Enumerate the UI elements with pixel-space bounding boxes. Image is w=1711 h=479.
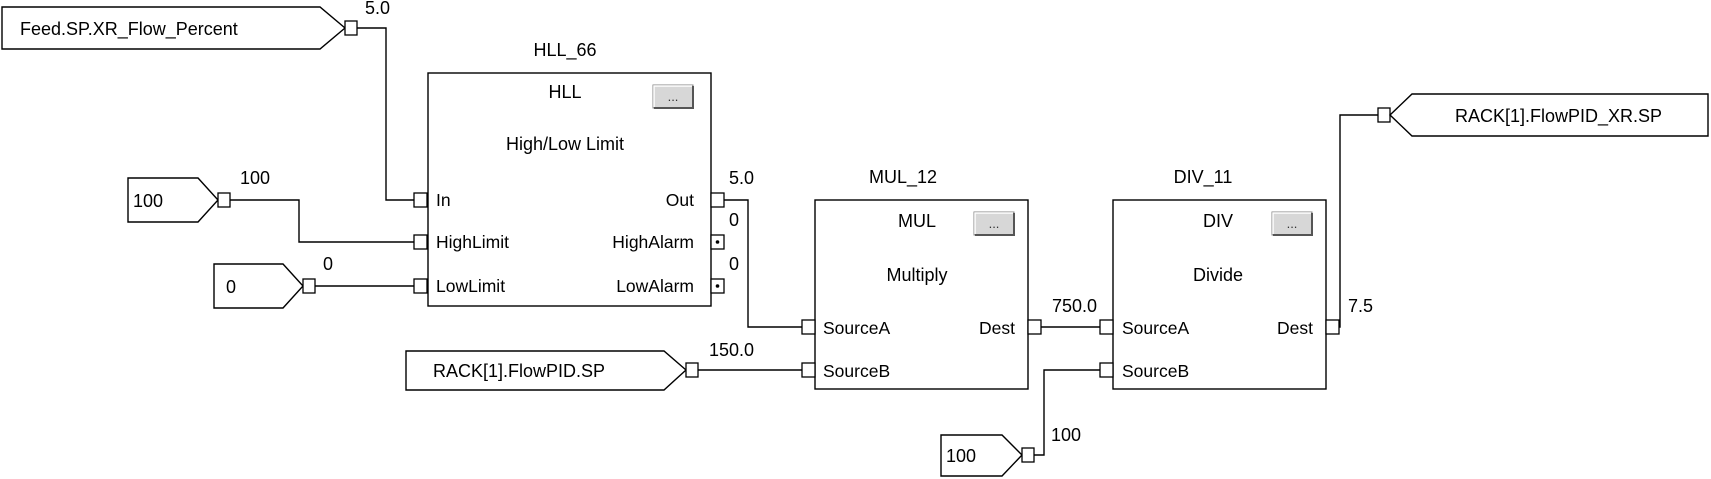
mul-input-sourceb: SourceB xyxy=(823,361,890,381)
mul-type-label: MUL xyxy=(898,211,936,231)
value-high-limit: 100 xyxy=(240,168,270,188)
div-config-button-label: ... xyxy=(1287,216,1298,231)
mul-config-button-label: ... xyxy=(989,216,1000,231)
hll-output-out: Out xyxy=(666,190,694,210)
hll-pin-lowlimit[interactable] xyxy=(413,278,428,294)
value-div-dest: 7.5 xyxy=(1348,296,1373,316)
wire-const-to-div-sourceb xyxy=(1034,369,1100,456)
block-div[interactable]: DIV_11 DIV Divide ... SourceA SourceB De… xyxy=(1099,167,1340,390)
hll-instance-name: HLL_66 xyxy=(533,40,596,61)
tag-high-limit-const[interactable]: 100 xyxy=(127,177,231,223)
mul-instance-name: MUL_12 xyxy=(869,167,937,188)
tag-feed-flow-percent[interactable]: Feed.SP.XR_Flow_Percent xyxy=(1,6,358,50)
block-mul[interactable]: MUL_12 MUL Multiply ... SourceA SourceB … xyxy=(801,167,1042,390)
hll-lowalarm-dot xyxy=(715,284,720,288)
div-config-button[interactable]: ... xyxy=(1271,211,1313,236)
value-hll-out: 5.0 xyxy=(729,168,754,188)
div-input-sourceb: SourceB xyxy=(1122,361,1189,381)
tag-output-flowpid-xr-sp-label: RACK[1].FlowPID_XR.SP xyxy=(1455,106,1662,127)
hll-pin-in[interactable] xyxy=(413,192,428,208)
tag-div-sourceb-const-label: 100 xyxy=(946,446,976,466)
hll-description: High/Low Limit xyxy=(506,134,624,154)
tag-feed-flow-percent-label: Feed.SP.XR_Flow_Percent xyxy=(20,19,238,40)
hll-config-button[interactable]: ... xyxy=(652,84,694,109)
hll-pin-out[interactable] xyxy=(710,192,725,208)
hll-output-lowalarm: LowAlarm xyxy=(616,276,694,296)
value-low-alarm: 0 xyxy=(729,254,739,274)
hll-output-highalarm: HighAlarm xyxy=(612,232,694,252)
div-pin-sourcea[interactable] xyxy=(1099,319,1114,335)
mul-pin-dest[interactable] xyxy=(1027,319,1042,335)
tag-rack-flowpid-sp-label: RACK[1].FlowPID.SP xyxy=(433,361,605,381)
div-output-dest: Dest xyxy=(1277,318,1313,338)
div-instance-name: DIV_11 xyxy=(1174,167,1233,188)
div-type-label: DIV xyxy=(1203,211,1233,231)
hll-highalarm-dot xyxy=(715,240,720,244)
div-pin-sourceb[interactable] xyxy=(1099,362,1114,378)
wire-feed-to-in xyxy=(357,27,414,201)
mul-input-sourcea: SourceA xyxy=(823,318,890,338)
tag-high-limit-const-label: 100 xyxy=(133,191,163,211)
tag-output-flowpid-xr-sp[interactable]: RACK[1].FlowPID_XR.SP xyxy=(1377,93,1709,137)
mul-output-dest: Dest xyxy=(979,318,1015,338)
tag-div-sourceb-const[interactable]: 100 xyxy=(940,434,1035,477)
mul-description: Multiply xyxy=(886,265,947,285)
div-description: Divide xyxy=(1193,265,1243,285)
wire-values: 5.0 100 0 5.0 0 0 150.0 750.0 100 7.5 xyxy=(240,0,1373,445)
hll-pin-highlimit[interactable] xyxy=(413,234,428,250)
value-div-sourceb: 100 xyxy=(1051,425,1081,445)
wires xyxy=(230,27,1378,456)
tag-low-limit-const-label: 0 xyxy=(226,277,236,297)
mul-config-button[interactable]: ... xyxy=(973,211,1015,236)
div-input-sourcea: SourceA xyxy=(1122,318,1189,338)
block-hll[interactable]: HLL_66 HLL High/Low Limit ... In HighLim… xyxy=(413,40,725,307)
value-mul-sourceb: 150.0 xyxy=(709,340,754,360)
tag-rack-flowpid-sp[interactable]: RACK[1].FlowPID.SP xyxy=(405,350,699,391)
wire-highlimit xyxy=(230,199,414,243)
hll-input-in: In xyxy=(436,190,451,210)
hll-input-highlimit: HighLimit xyxy=(436,232,509,252)
wire-hll-out-to-mul-sourcea xyxy=(723,199,802,328)
value-mul-dest: 750.0 xyxy=(1052,296,1097,316)
div-pin-dest[interactable] xyxy=(1325,319,1340,335)
tag-low-limit-const[interactable]: 0 xyxy=(213,263,316,309)
value-feed: 5.0 xyxy=(365,0,390,18)
hll-input-lowlimit: LowLimit xyxy=(436,276,505,296)
hll-type-label: HLL xyxy=(548,82,581,102)
mul-pin-sourcea[interactable] xyxy=(801,319,816,335)
value-high-alarm: 0 xyxy=(729,210,739,230)
hll-config-button-label: ... xyxy=(668,89,679,104)
value-low-limit: 0 xyxy=(323,254,333,274)
mul-pin-sourceb[interactable] xyxy=(801,362,816,378)
